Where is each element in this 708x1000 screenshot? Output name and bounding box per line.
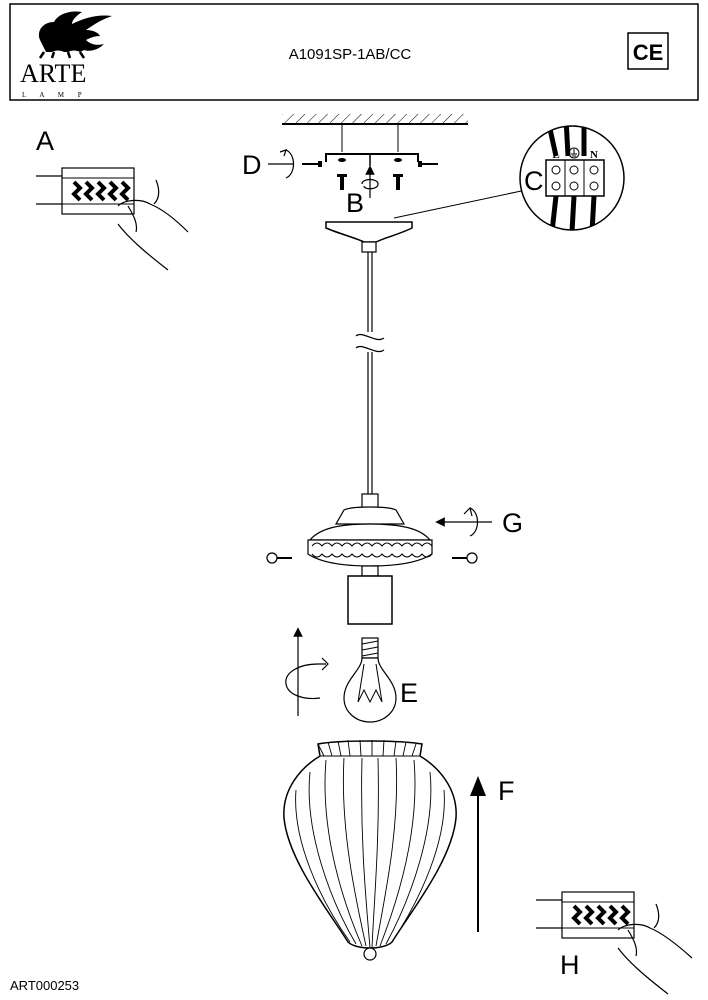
brand-logo: ARTE L A M P [20,11,113,99]
step-label-a: A [36,126,54,156]
step-label-d: D [242,150,262,180]
step-label-g: G [502,508,523,538]
bracket-screw-icon [302,161,438,190]
terminal-connection-h [536,891,693,995]
mounting-bracket [302,124,438,198]
header-frame [9,3,699,101]
canopy [325,221,413,253]
zoom-leader-line [393,189,527,219]
terminal-neutral-mark: N [590,149,598,161]
hand-icon [617,903,693,995]
step-label-c: C [524,166,544,196]
brand-name: ARTE [20,59,86,88]
brand-subtitle: L A M P [22,91,88,99]
lift-up-arrow-icon [470,776,486,932]
step-label-f: F [498,776,515,806]
screw-tighten-icon [435,506,492,537]
bulb-rotate-icon [285,627,329,716]
suspension-cable [355,252,385,494]
rotate-arrow-icon [361,165,379,198]
step-label-e: E [400,678,418,708]
ground-icon [568,147,580,159]
ceiling [282,114,468,125]
step-label-b: B [346,188,364,218]
model-number: A1091SP-1AB/CC [289,46,412,63]
step-label-h: H [560,950,580,980]
document-code: ART000253 [10,978,79,993]
shade-holder [266,493,478,625]
light-bulb-icon [343,637,397,723]
ce-mark-text: CE [633,40,664,65]
glass-shade [283,739,457,961]
lion-emblem-icon [38,11,113,59]
terminal-connection-a [36,167,189,271]
hand-icon [117,179,189,271]
screwdriver-turn-icon [268,149,295,179]
terminal-live-mark: L [552,149,559,161]
terminal-block-detail: L N [519,125,625,231]
ce-mark: CE [627,32,669,70]
